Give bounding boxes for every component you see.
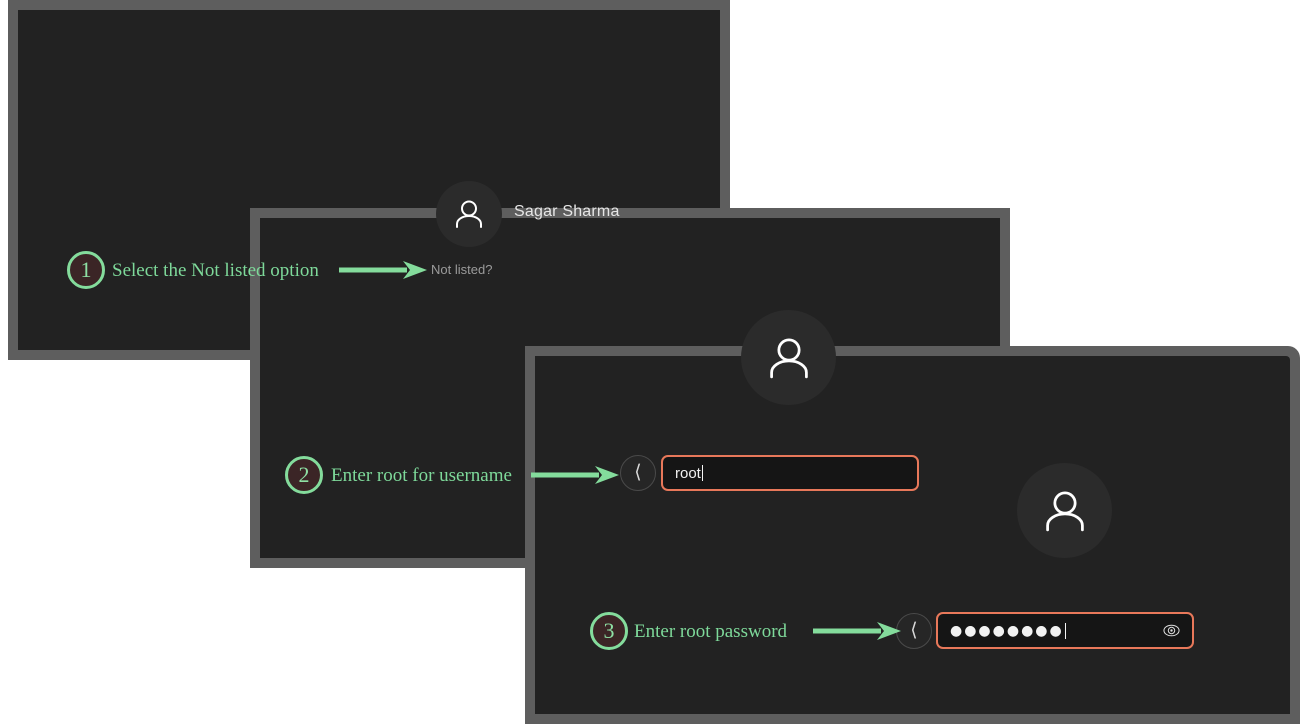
username-input[interactable]: root xyxy=(661,455,919,491)
chevron-left-glyph: ⟨ xyxy=(634,461,642,483)
arrow-right-icon xyxy=(529,463,621,492)
login-panel-user-list xyxy=(8,0,730,360)
person-avatar-icon xyxy=(741,310,836,405)
step-label-1: Select the Not listed option xyxy=(112,260,319,281)
chevron-left-icon[interactable]: ⟨ xyxy=(896,613,932,649)
step-label-3: Enter root password xyxy=(634,621,788,642)
not-listed-link[interactable]: Not listed? xyxy=(431,262,493,277)
chevron-left-icon[interactable]: ⟨ xyxy=(620,455,656,491)
login-panel-password-surface xyxy=(535,356,1290,714)
password-input-value: ●●●●●●●● xyxy=(950,622,1064,639)
password-input[interactable]: ●●●●●●●● xyxy=(936,612,1194,649)
arrow-right-icon xyxy=(811,619,903,648)
eye-icon[interactable] xyxy=(1163,622,1180,639)
person-avatar-icon[interactable] xyxy=(436,181,502,247)
text-caret xyxy=(701,465,703,481)
step-badge-2: 2 xyxy=(285,456,323,494)
arrow-right-icon xyxy=(337,258,429,287)
username-input-value: root xyxy=(675,464,701,482)
step-badge-1: 1 xyxy=(67,251,105,289)
step-label-2: Enter root for username xyxy=(331,465,512,486)
chevron-left-glyph: ⟨ xyxy=(910,619,918,641)
text-caret xyxy=(1064,622,1066,639)
person-avatar-icon xyxy=(1017,463,1112,558)
step-badge-3: 3 xyxy=(590,612,628,650)
login-panel-password xyxy=(525,346,1300,724)
user-name-label[interactable]: Sagar Sharma xyxy=(514,203,620,220)
